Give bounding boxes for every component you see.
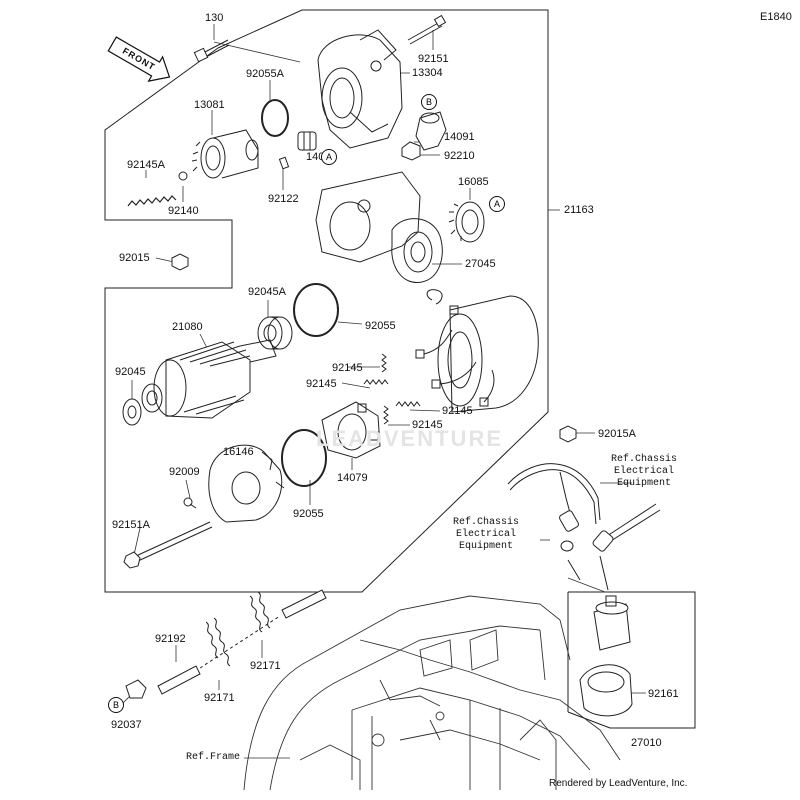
nut-92015a [559,425,577,443]
part-label-14079[interactable]: 14079 [337,472,368,484]
part-label-92171-2[interactable]: 92171 [250,660,281,672]
part-label-92045[interactable]: 92045 [115,366,146,378]
cap-14091 [415,111,447,151]
ref-line: Equipment [616,478,671,489]
callout-b-bottom: B [108,697,124,713]
callout-a-right: A [489,196,505,212]
housing-13304 [317,29,403,149]
part-label-92015[interactable]: 92015 [119,252,150,264]
part-label-16146[interactable]: 16146 [223,446,254,458]
part-label-92151[interactable]: 92151 [418,53,449,65]
ref-line: Equipment [458,541,513,552]
part-label-92045a[interactable]: 92045A [248,286,286,298]
oring-92055a [261,99,289,137]
part-label-92055-2[interactable]: 92055 [293,508,324,520]
bolt-92151-top [407,14,447,45]
ref-line: Electrical [455,529,516,540]
oring-92055-2 [281,429,327,487]
nut-92015 [171,253,189,271]
assembly-frame [104,9,549,593]
diagram-code: E1840 [760,11,792,23]
spring-92145-2 [363,379,389,385]
yoke-motor [415,289,539,413]
part-label-92055a[interactable]: 92055A [246,68,284,80]
spring-92145-3 [395,401,421,407]
starter-cable [507,463,661,591]
front-arrow [107,36,171,82]
endcover-16146 [208,444,285,523]
clip-92171-1 [205,617,231,667]
gear-housing [315,171,443,283]
screw-92009 [183,497,197,509]
part-label-27010[interactable]: 27010 [631,737,662,749]
part-label-92145-1[interactable]: 92145 [332,362,363,374]
pinion-13081 [191,129,259,179]
bolt-130 [193,39,230,63]
part-label-13081[interactable]: 13081 [194,99,225,111]
part-label-13304[interactable]: 13304 [412,67,443,79]
footer-credit: Rendered by LeadVenture, Inc. [549,778,688,789]
part-label-16085[interactable]: 16085 [458,176,489,188]
clip-92171-2 [249,591,271,633]
spring-92145a [127,195,177,207]
part-label-130[interactable]: 130 [205,12,224,24]
part-label-92145a[interactable]: 92145A [127,159,165,171]
ref-chassis-electrical-upper[interactable]: Ref.Chassis Electrical Equipment [596,454,692,490]
spring-92145-4 [383,405,389,425]
callout-b-top: B [421,94,437,110]
frame-sketch [243,595,621,791]
pin-92122 [278,156,290,170]
ref-chassis-electrical-lower[interactable]: Ref.Chassis Electrical Equipment [434,517,538,553]
part-label-92037[interactable]: 92037 [111,719,142,731]
ball-92140 [178,171,188,181]
part-label-92140[interactable]: 92140 [168,205,199,217]
part-label-92145-4[interactable]: 92145 [412,419,443,431]
rod-upper [281,589,327,619]
part-label-21163[interactable]: 21163 [564,204,594,216]
ref-line: Ref.Chassis [610,454,677,465]
part-label-92145-2[interactable]: 92145 [306,378,337,390]
clamp-92037 [125,679,147,699]
part-label-92145-3[interactable]: 92145 [442,405,473,417]
armature-21080 [141,339,277,419]
part-label-92009[interactable]: 92009 [169,466,200,478]
part-label-92055-1[interactable]: 92055 [365,320,396,332]
oring-92055-1 [293,283,339,337]
part-label-21080[interactable]: 21080 [172,321,203,333]
part-label-92161[interactable]: 92161 [648,688,679,700]
part-label-27045[interactable]: 27045 [465,258,496,270]
nut-92210 [401,141,421,161]
part-label-92151a[interactable]: 92151A [112,519,150,531]
frame-27010 [568,591,696,729]
part-label-92210[interactable]: 92210 [444,150,475,162]
ref-frame[interactable]: Ref.Frame [186,752,241,763]
callout-a-left: A [321,149,337,165]
part-label-14091[interactable]: 14091 [444,131,475,143]
gear-16085 [448,201,485,243]
clutch-14020 [297,131,317,151]
rod-92192 [157,665,201,695]
ref-line: Ref.Chassis [452,517,519,528]
spring-92145-1 [381,353,387,373]
bolt-92151a [123,521,213,569]
bearing-92045a [257,316,293,350]
bearing-92045 [122,398,142,426]
part-label-92192[interactable]: 92192 [155,633,186,645]
part-label-92122[interactable]: 92122 [268,193,299,205]
ref-line: Electrical [613,466,674,477]
watermark: LEADVENTURE [316,426,504,451]
part-label-92171-1[interactable]: 92171 [204,692,235,704]
part-label-92015a[interactable]: 92015A [598,428,636,440]
brushplate-14079 [321,401,381,459]
relay-27010 [579,595,633,717]
